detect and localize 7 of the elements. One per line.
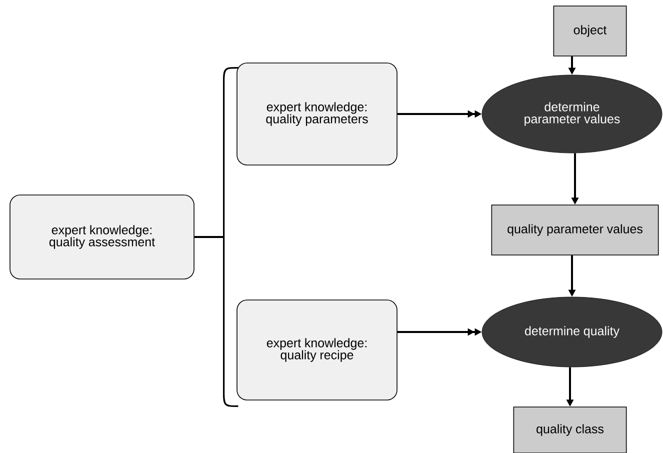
- bracket: [223, 67, 238, 407]
- data-box: quality class: [513, 406, 627, 453]
- knowledge-box: expert knowledge: quality recipe: [236, 300, 398, 400]
- data-box: quality parameter values: [491, 204, 659, 256]
- data-box: object: [553, 6, 627, 56]
- knowledge-box: expert knowledge: quality parameters: [236, 62, 398, 166]
- knowledge-box: expert knowledge: quality assessment: [10, 194, 194, 280]
